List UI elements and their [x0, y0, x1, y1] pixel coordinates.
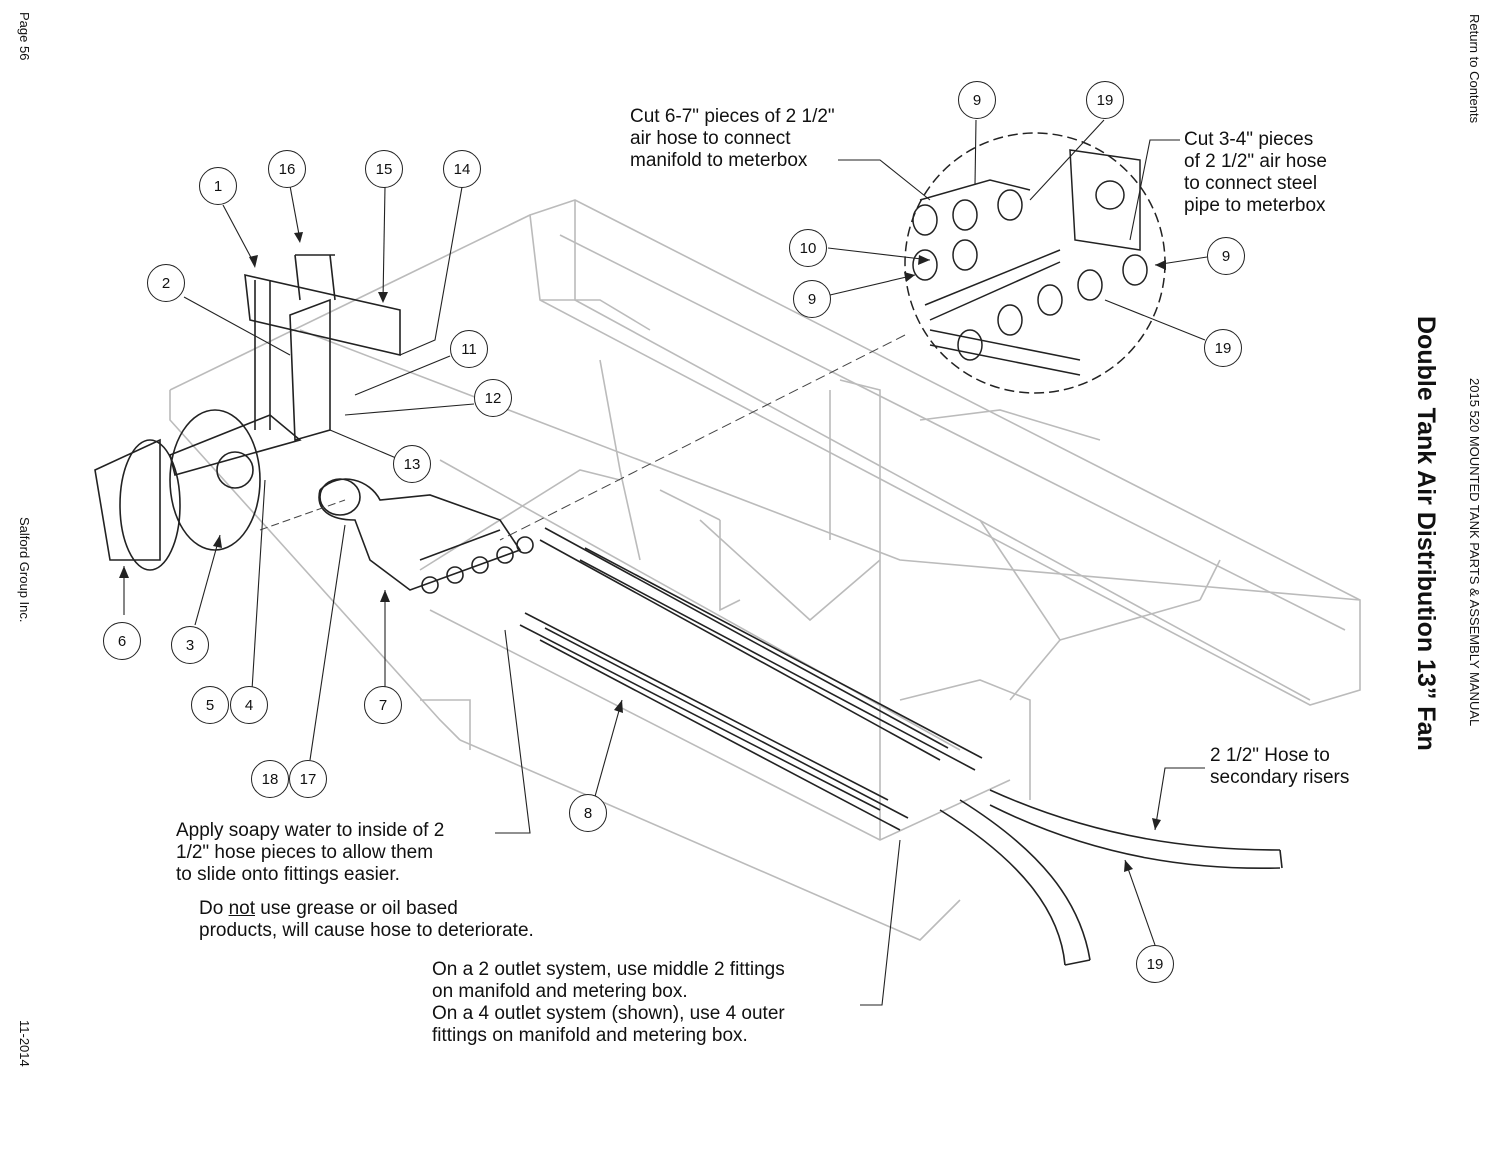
manual-title: 2015 520 MOUNTED TANK PARTS & ASSEMBLY M… [1467, 378, 1482, 727]
callout-9-right: 9 [1207, 237, 1245, 275]
callout-5: 5 [191, 686, 229, 724]
callout-7: 7 [364, 686, 402, 724]
revision-date: 11-2014 [17, 1020, 32, 1067]
detail-view [904, 132, 1166, 394]
callout-6: 6 [103, 622, 141, 660]
note-soapy-water: Apply soapy water to inside of 2 1/2" ho… [176, 820, 445, 885]
callout-19-top: 19 [1086, 81, 1124, 119]
fan-assembly [94, 254, 534, 594]
callout-10: 10 [789, 229, 827, 267]
page-title: Double Tank Air Distribution 13” Fan [1412, 316, 1440, 751]
callout-13: 13 [393, 445, 431, 483]
callout-2: 2 [147, 264, 185, 302]
note-cut-6-7: Cut 6-7" pieces of 2 1/2" air hose to co… [630, 106, 835, 171]
note-no-grease: Do not use grease or oil based products,… [199, 898, 534, 941]
note-hose-risers: 2 1/2" Hose to secondary risers [1210, 745, 1350, 788]
callout-18: 18 [251, 760, 289, 798]
callout-12: 12 [474, 379, 512, 417]
note-cut-3-4: Cut 3-4" pieces of 2 1/2" air hose to co… [1184, 129, 1328, 216]
callout-9-top: 9 [958, 81, 996, 119]
callout-16: 16 [268, 150, 306, 188]
callout-14: 14 [443, 150, 481, 188]
leaders [123, 119, 1208, 1006]
callout-19-bottom: 19 [1136, 945, 1174, 983]
arrowheads [119, 232, 1166, 872]
callout-19-right: 19 [1204, 329, 1242, 367]
callout-8: 8 [569, 794, 607, 832]
note-outlet-system: On a 2 outlet system, use middle 2 fitti… [432, 959, 785, 1046]
callout-1: 1 [199, 167, 237, 205]
company-name: Salford Group Inc. [17, 517, 32, 623]
return-to-contents-link[interactable]: Return to Contents [1467, 14, 1482, 124]
callout-15: 15 [365, 150, 403, 188]
callout-3: 3 [171, 626, 209, 664]
hoses [519, 527, 1283, 966]
callout-9-left: 9 [793, 280, 831, 318]
page-number: Page 56 [17, 12, 32, 61]
callout-11: 11 [450, 330, 488, 368]
callout-17: 17 [289, 760, 327, 798]
callout-4: 4 [230, 686, 268, 724]
